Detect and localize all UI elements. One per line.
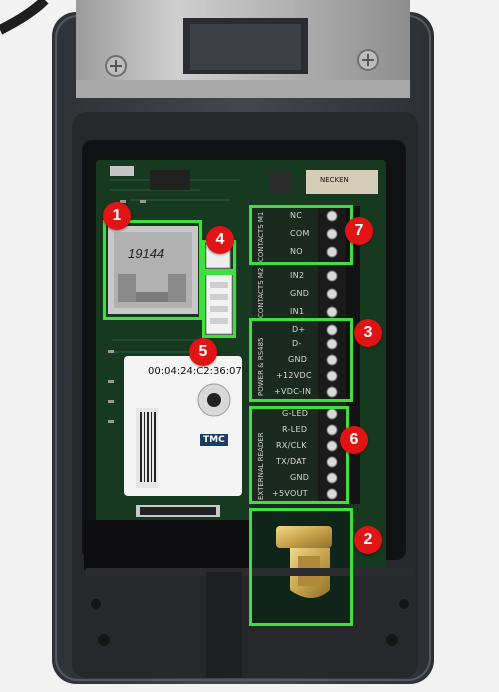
highlight-box-2	[249, 508, 353, 626]
marker-2: 2	[354, 526, 382, 554]
mac-address-label: 00:04:24:C2:36:07	[148, 366, 242, 377]
mount-hole	[399, 599, 409, 609]
pin-label: GND	[290, 289, 310, 298]
pin-label: D+	[292, 325, 306, 334]
pin-label: NC	[290, 211, 303, 220]
chip	[150, 170, 190, 190]
pin-label: G-LED	[282, 409, 309, 418]
pin-label: +5VOUT	[272, 489, 308, 498]
pin-label: R-LED	[282, 425, 308, 434]
pin-label: NO	[290, 247, 303, 256]
pin-label: GND	[288, 355, 308, 364]
mount-hole	[91, 599, 101, 609]
pin-label: RX/CLK	[276, 441, 307, 450]
pin-label: D-	[292, 339, 302, 348]
pin-label: GND	[290, 473, 310, 482]
marker-5: 5	[189, 338, 217, 366]
pin-label: COM	[290, 229, 310, 238]
marker-6: 6	[340, 426, 368, 454]
pin-label: TX/DAT	[276, 457, 307, 466]
highlight-box-7	[249, 205, 353, 265]
marker-1: 1	[103, 202, 131, 230]
pin-label: +12VDC	[276, 371, 312, 380]
pin-label: IN1	[290, 307, 305, 316]
highlight-box-6	[249, 406, 349, 504]
highlight-box-1	[103, 220, 202, 320]
tmc-label: TMC	[200, 434, 228, 446]
sticker	[306, 170, 378, 194]
marker-4: 4	[206, 226, 234, 254]
marker-7: 7	[345, 217, 373, 245]
marker-3: 3	[354, 319, 382, 347]
jack-number: 19144	[128, 246, 165, 261]
terminal-screws	[326, 210, 338, 500]
highlight-box-3	[249, 318, 353, 402]
cable	[0, 0, 49, 35]
pin-label: IN2	[290, 271, 305, 280]
highlight-box-5	[202, 272, 236, 338]
contacts-m2-label: CONTACTS M2	[257, 267, 265, 318]
pin-label: +VDC-IN	[274, 387, 312, 396]
top-right-sticker-text: NECKEN	[320, 176, 349, 184]
